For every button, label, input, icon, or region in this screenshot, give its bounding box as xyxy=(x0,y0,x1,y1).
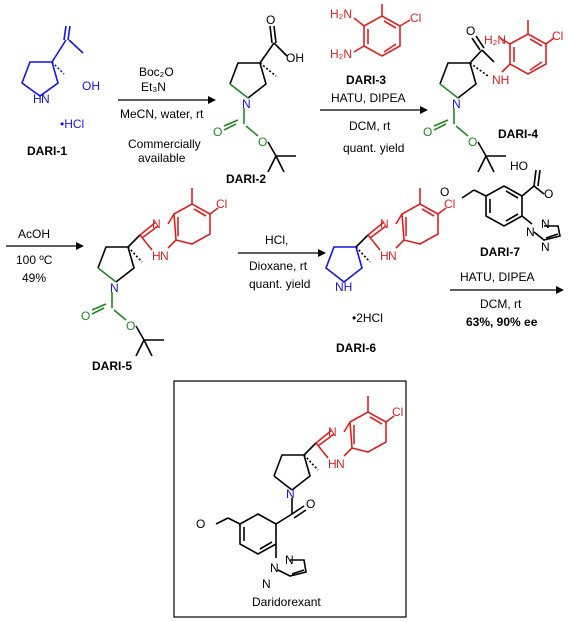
molecule-dari7 xyxy=(461,169,561,241)
step5-reagent: HATU, DIPEA xyxy=(460,270,534,284)
arrow-step3 xyxy=(6,242,84,250)
step1-note-line2: available xyxy=(138,151,186,165)
dari3-cl: Cl xyxy=(410,11,421,25)
dari1-n: N xyxy=(41,92,50,106)
molecule-dari6 xyxy=(325,246,363,284)
arrow-step1 xyxy=(118,96,216,104)
daridorexant-n: N xyxy=(286,487,295,501)
dari2-o-boc: O xyxy=(213,125,222,139)
step4-solvent: Dioxane, rt xyxy=(249,259,308,273)
step1-note-line1: Commercially xyxy=(128,137,201,151)
step2-reagent: HATU, DIPEA xyxy=(331,91,405,105)
dari5-h: H xyxy=(152,249,161,263)
dari2-o-ester: O xyxy=(258,135,267,149)
step1-conditions: MeCN, water, rt xyxy=(120,107,204,121)
dari6-h: H xyxy=(380,249,389,263)
label-dari3: DARI-3 xyxy=(346,73,386,87)
dari3-nh2-bottom: H₂N xyxy=(330,47,352,61)
step2-solvent: DCM, rt xyxy=(349,119,391,133)
dari5-n: N xyxy=(110,281,119,295)
dari4-o-ester: O xyxy=(468,135,477,149)
arrow-step5 xyxy=(450,286,564,294)
dari7-o-carbonyl: O xyxy=(544,187,553,201)
dari6-nh: NH xyxy=(335,280,352,294)
molecule-dari2 xyxy=(229,25,288,99)
dari1-salt: •HCl xyxy=(60,117,84,131)
dari6-n-h: N xyxy=(388,249,397,263)
daridorexant-h: H xyxy=(328,457,337,471)
dari6-cl: Cl xyxy=(444,197,455,211)
molecule-daridorexant xyxy=(215,442,319,577)
dari4-nh: NH xyxy=(492,73,509,87)
arrow-step2 xyxy=(320,106,428,114)
step3-yield: 49% xyxy=(22,271,46,285)
molecule-dari3 xyxy=(353,4,411,57)
daridorexant-triazole-n1: N xyxy=(270,561,279,575)
step4-reagent: HCl, xyxy=(265,233,288,247)
molecule-dari4 xyxy=(439,35,495,99)
dari4-o-boc: O xyxy=(423,125,432,139)
daridorexant-triazole-n3: N xyxy=(262,577,271,591)
dari5-n-h: N xyxy=(160,249,169,263)
dari5-n-imidazole: N xyxy=(152,217,161,231)
label-daridorexant: Daridorexant xyxy=(252,595,321,609)
daridorexant-cl: Cl xyxy=(392,405,403,419)
dari2-oh: OH xyxy=(286,51,304,65)
dari7-ho: HO xyxy=(510,159,528,173)
dari5-o-boc: O xyxy=(81,309,90,323)
daridorexant-triazole-n2: N xyxy=(285,553,294,567)
daridorexant-n-h: N xyxy=(336,457,345,471)
dari7-n2: N xyxy=(541,217,550,231)
dari5-o-ester: O xyxy=(126,319,135,333)
dari4-o-amide: O xyxy=(466,24,475,38)
label-dari5: DARI-5 xyxy=(92,359,132,373)
daridorexant-methoxy-o: O xyxy=(196,517,205,531)
dari2-o-carbonyl: O xyxy=(266,13,275,27)
molecule-dari5 xyxy=(97,234,143,283)
step5-yield: 63%, 90% ee xyxy=(466,315,538,329)
step3-temperature: 100 ºC xyxy=(16,253,53,267)
step4-yield: quant. yield xyxy=(249,277,310,291)
step3-reagent: AcOH xyxy=(18,227,50,241)
dari4-nh2: H₂N xyxy=(484,33,506,47)
dari7-n3: N xyxy=(541,240,550,254)
dari4-cl: Cl xyxy=(552,29,563,43)
step1-reagent2: Et₃N xyxy=(141,80,166,94)
molecule-dari1 xyxy=(21,25,84,97)
step2-yield: quant. yield xyxy=(343,141,404,155)
label-dari2: DARI-2 xyxy=(226,172,266,186)
dari2-n: N xyxy=(242,97,251,111)
daridorexant-n-imidazole: N xyxy=(328,425,337,439)
dari7-methoxy-o: O xyxy=(440,185,449,199)
dari1-oh: OH xyxy=(82,79,100,93)
step1-reagent1: Boc₂O xyxy=(139,65,174,79)
label-dari4: DARI-4 xyxy=(498,127,538,141)
dari6-n-imidazole: N xyxy=(380,217,389,231)
arrow-step4 xyxy=(238,249,326,257)
step5-solvent: DCM, rt xyxy=(480,297,522,311)
dari6-salt: •2HCl xyxy=(352,311,383,325)
daridorexant-o-carbonyl: O xyxy=(306,497,315,511)
product-box xyxy=(173,380,407,618)
label-dari1: DARI-1 xyxy=(27,144,67,158)
label-dari7: DARI-7 xyxy=(480,245,520,259)
dari3-nh2-top: H₂N xyxy=(330,7,352,21)
dari7-n1: N xyxy=(526,225,535,239)
label-dari6: DARI-6 xyxy=(336,341,376,355)
dari1-nh: H xyxy=(33,92,42,106)
dari4-n: N xyxy=(452,97,461,111)
dari5-cl: Cl xyxy=(216,197,227,211)
